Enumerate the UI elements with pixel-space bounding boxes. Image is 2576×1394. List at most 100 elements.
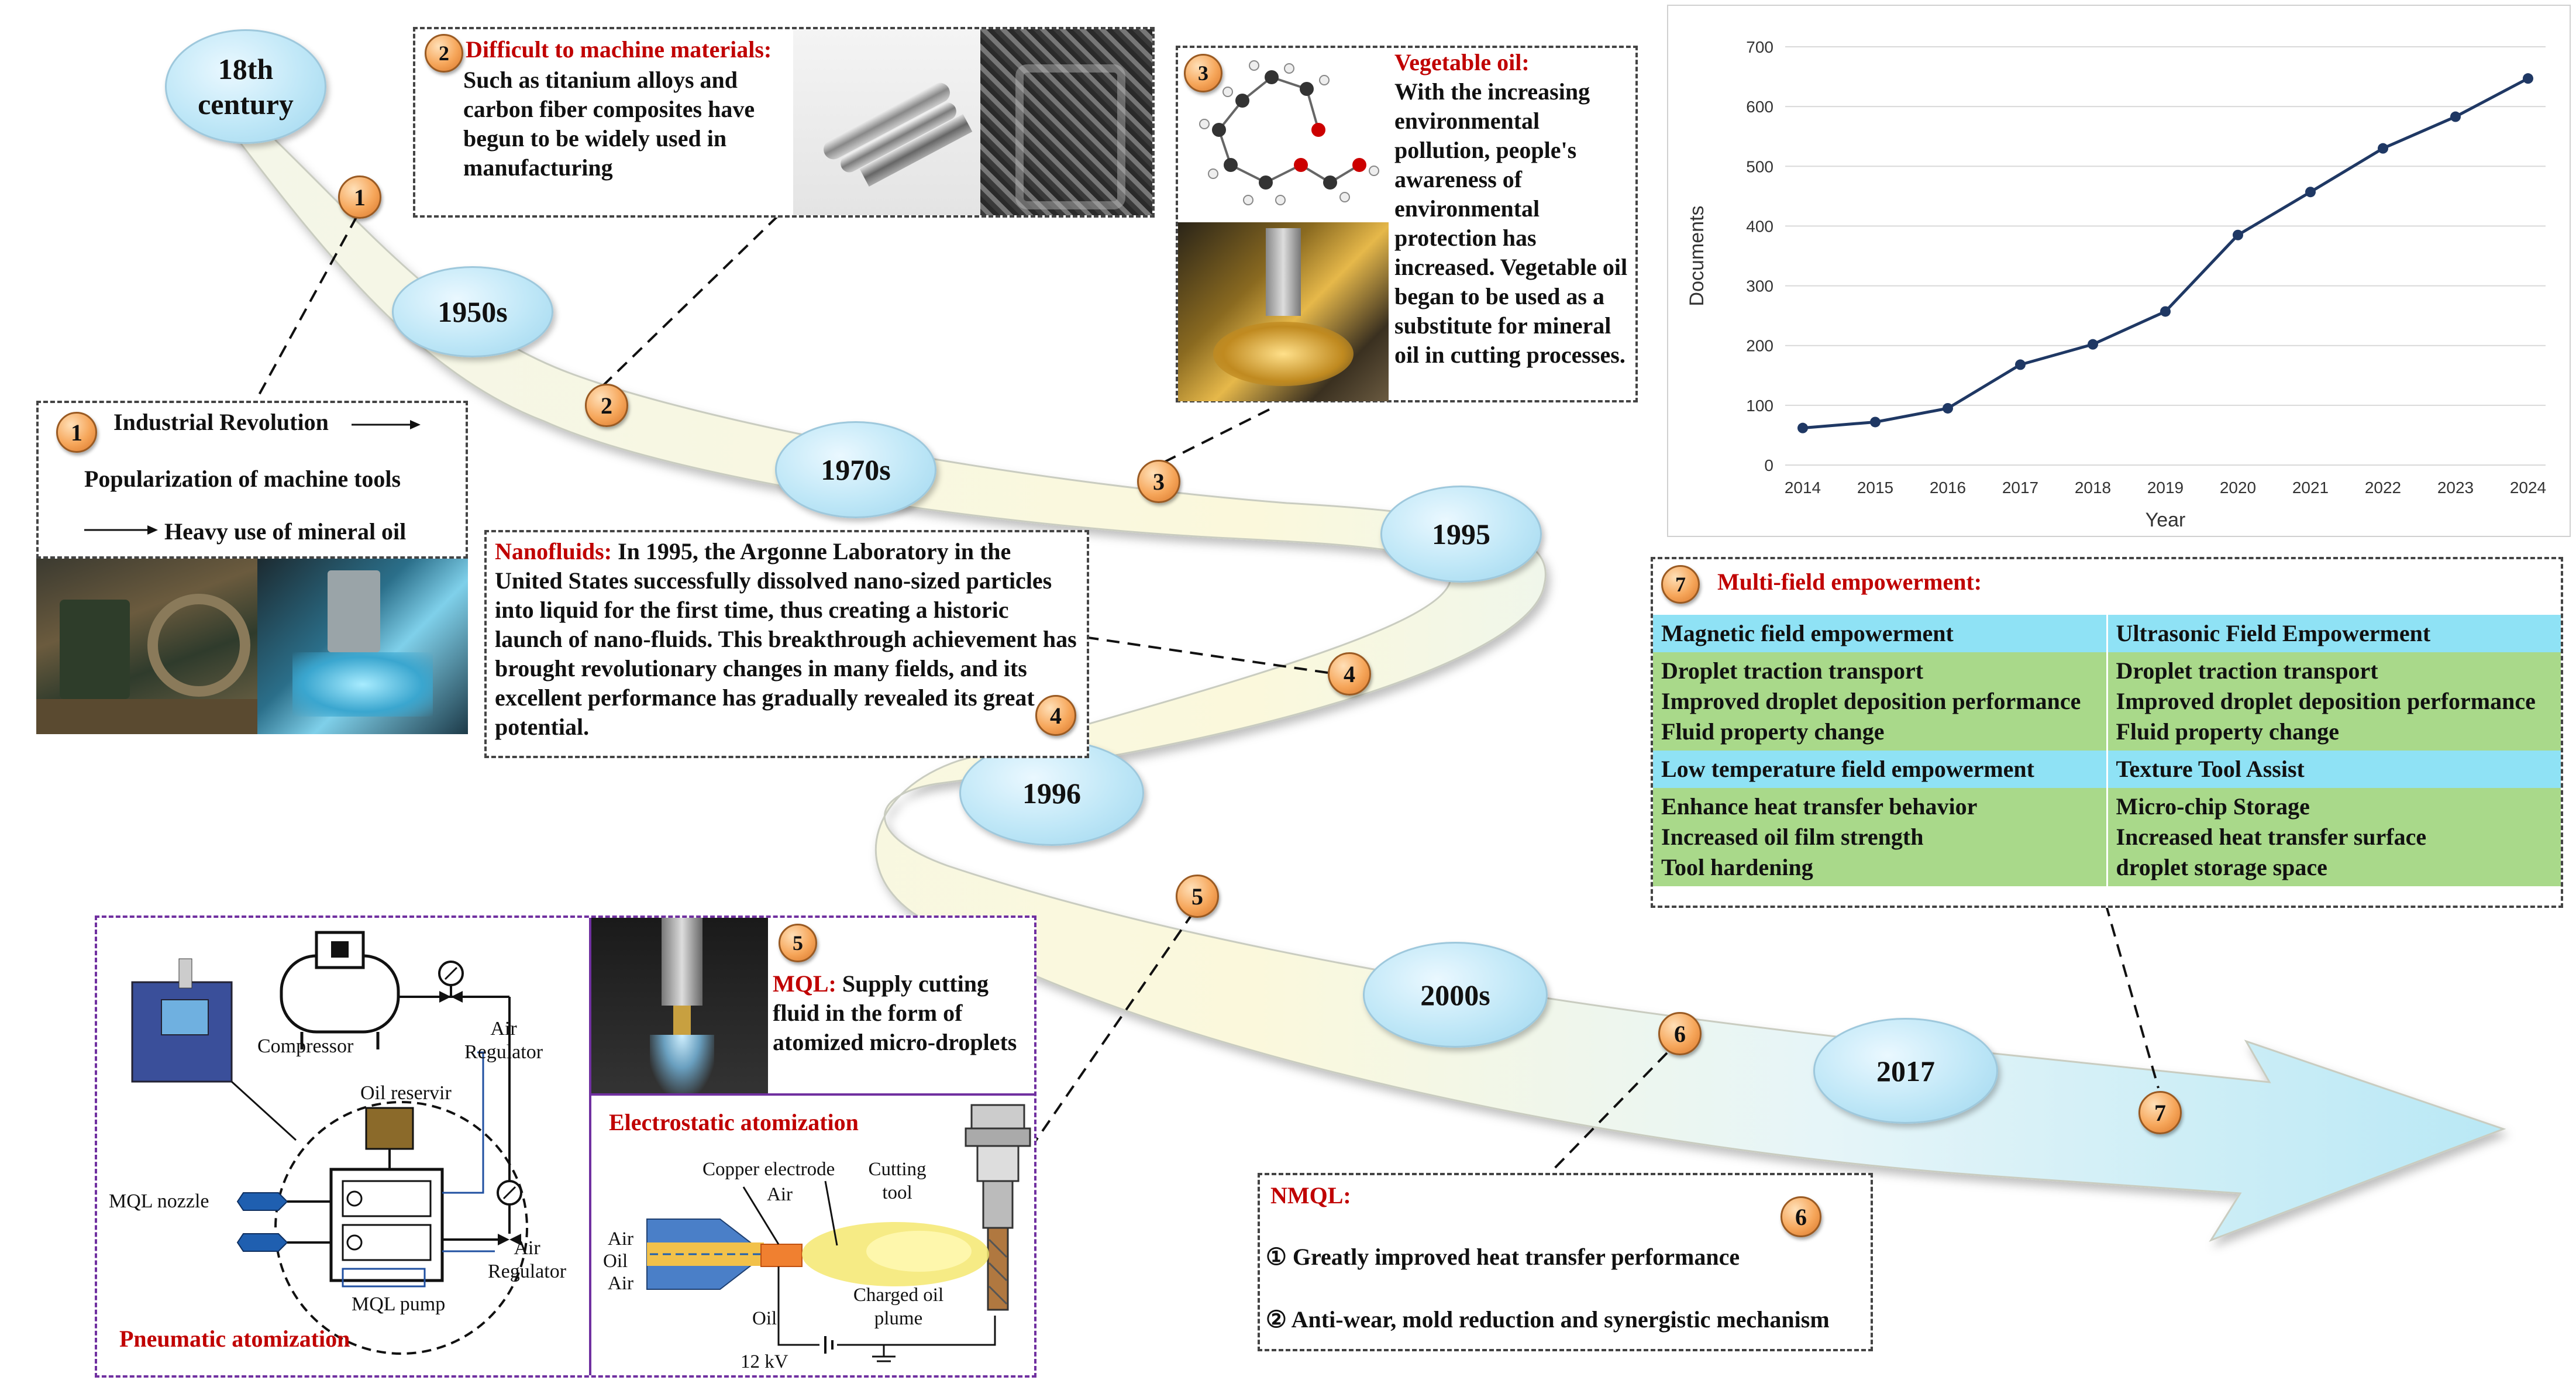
leader-line-4 [1087, 636, 1328, 674]
x-tick-label: 2014 [1785, 479, 1821, 497]
cutting-tool-label: Cutting tool [868, 1159, 927, 1203]
box7-title: Multi-field empowerment: [1717, 569, 1982, 595]
x-tick-label: 2022 [2365, 479, 2401, 497]
low-temperature-header: Low temperature field empowerment [1653, 751, 2107, 788]
badge-4: 4 [1328, 652, 1371, 696]
leader-line-5 [1022, 911, 1194, 1159]
era-2017: 2017 [1813, 1018, 1998, 1124]
data-point [2160, 306, 2171, 317]
box3-body: With the increasing environmental pollut… [1394, 78, 1628, 368]
x-tick-label: 2016 [1930, 479, 1966, 497]
pneumatic-panel: Compressor Air Regulator Oil reservir MQ… [97, 918, 591, 1375]
air-regulator-top-label: Air Regulator [464, 1018, 543, 1063]
oil-reservoir-label: Oil reservir [360, 1082, 452, 1104]
arrow-right-icon [84, 525, 158, 535]
box2-badge: 2 [425, 34, 463, 73]
air-label-top: Air [767, 1184, 793, 1205]
mql-nozzle-photo [591, 918, 768, 1093]
box4-body: In 1995, the Argonne Laboratory in the U… [495, 538, 1077, 740]
box-mql: Compressor Air Regulator Oil reservir MQ… [95, 915, 1036, 1378]
box2-title: Difficult to machine materials: [466, 36, 772, 63]
carbon-fiber-photo [980, 29, 1152, 215]
box-nanofluids: Nanofluids: In 1995, the Argonne Laborat… [484, 530, 1089, 758]
box2-body: Such as titanium alloys and carbon fiber… [463, 67, 755, 181]
mql-nozzle-icon [236, 1192, 331, 1252]
data-point [1870, 417, 1881, 428]
era-1995: 1995 [1380, 486, 1542, 583]
data-point [2233, 229, 2243, 240]
y-tick-label: 0 [1764, 456, 1773, 474]
mql-description: MQL: Supply cutting fluid in the form of… [773, 969, 1033, 1057]
box1-badge: 1 [56, 412, 97, 453]
box7-badge: 7 [1661, 565, 1700, 604]
titanium-rods-photo [793, 29, 980, 215]
compressor-icon [280, 931, 400, 1049]
machine-shop-photo [36, 559, 257, 734]
y-axis-label: Documents [1686, 206, 1708, 307]
badge-3: 3 [1137, 460, 1180, 503]
x-tick-label: 2020 [2220, 479, 2256, 497]
copper-electrode-label: Copper electrode [702, 1159, 835, 1180]
series-line [1802, 77, 2529, 430]
x-tick-label: 2023 [2437, 479, 2474, 497]
box-multi-field: 7 Multi-field empowerment: Magnetic fiel… [1651, 557, 2563, 908]
voltage-label: 12 kV [741, 1351, 788, 1372]
box4-badge: 4 [1035, 695, 1076, 736]
era-1950s: 1950s [392, 266, 553, 357]
mql-nozzle-label: MQL nozzle [109, 1190, 209, 1212]
pneumatic-title: Pneumatic atomization [119, 1326, 350, 1352]
electrostatic-diagram [646, 1104, 1031, 1362]
box-difficult-materials: 2 Difficult to machine materials: Such a… [413, 27, 1155, 218]
y-tick-label: 600 [1746, 98, 1773, 116]
box5-badge: 5 [779, 924, 817, 962]
era-2000s: 2000s [1363, 942, 1548, 1048]
box-industrial-revolution: 1 Industrial Revolution Popularization o… [36, 401, 468, 559]
data-point [2088, 339, 2098, 350]
data-point [2015, 359, 2026, 370]
cutting-tool-icon [965, 1104, 1031, 1311]
box1-line2: Popularization of machine tools [84, 466, 401, 492]
oil-label-bottom: Oil [752, 1308, 777, 1329]
box-vegetable-oil: 3 Vegetable oil: With the increasing env… [1176, 46, 1638, 402]
arrow-right-icon [352, 420, 421, 429]
x-tick-label: 2015 [1857, 479, 1893, 497]
oil-label-in: Oil [603, 1251, 628, 1272]
coolant-machining-photo [257, 559, 468, 734]
air-regulator-bottom-icon [497, 1180, 522, 1245]
x-tick-label: 2019 [2147, 479, 2184, 497]
leader-line-3 [1163, 408, 1270, 463]
y-tick-label: 700 [1746, 38, 1773, 56]
data-point [2378, 143, 2388, 154]
oil-machining-photo [1178, 222, 1389, 401]
leader-line-1 [256, 216, 358, 398]
box6-title: NMQL: [1270, 1182, 1351, 1209]
oil-reservoir-icon [365, 1107, 414, 1150]
box3-title: Vegetable oil: [1394, 49, 1530, 75]
mql-title: MQL: [773, 970, 836, 997]
leader-line-6 [1549, 1052, 1668, 1174]
x-axis-label: Year [2145, 509, 2186, 531]
y-tick-label: 200 [1746, 337, 1773, 355]
era-18th-century: 18th century [165, 29, 326, 144]
ultrasonic-field-header: Ultrasonic Field Empowerment [2106, 615, 2561, 652]
air-regulator-bottom-label: Air Regulator [487, 1237, 567, 1282]
x-tick-label: 2017 [2002, 479, 2038, 497]
badge-6: 6 [1658, 1012, 1702, 1055]
pneumatic-diagram [131, 931, 528, 1355]
box6-item1: ① Greatly improved heat transfer perform… [1266, 1244, 1740, 1270]
box1-line1: Industrial Revolution [113, 409, 329, 435]
y-tick-label: 100 [1746, 397, 1773, 415]
badge-7: 7 [2138, 1091, 2182, 1134]
box1-line3: Heavy use of mineral oil [164, 518, 407, 545]
badge-2: 2 [585, 384, 628, 427]
x-tick-label: 2018 [2075, 479, 2111, 497]
data-point [2305, 187, 2316, 198]
box-nmql: NMQL: 6 ① Greatly improved heat transfer… [1258, 1173, 1873, 1351]
data-point [2450, 111, 2461, 122]
x-tick-label: 2024 [2510, 479, 2546, 497]
